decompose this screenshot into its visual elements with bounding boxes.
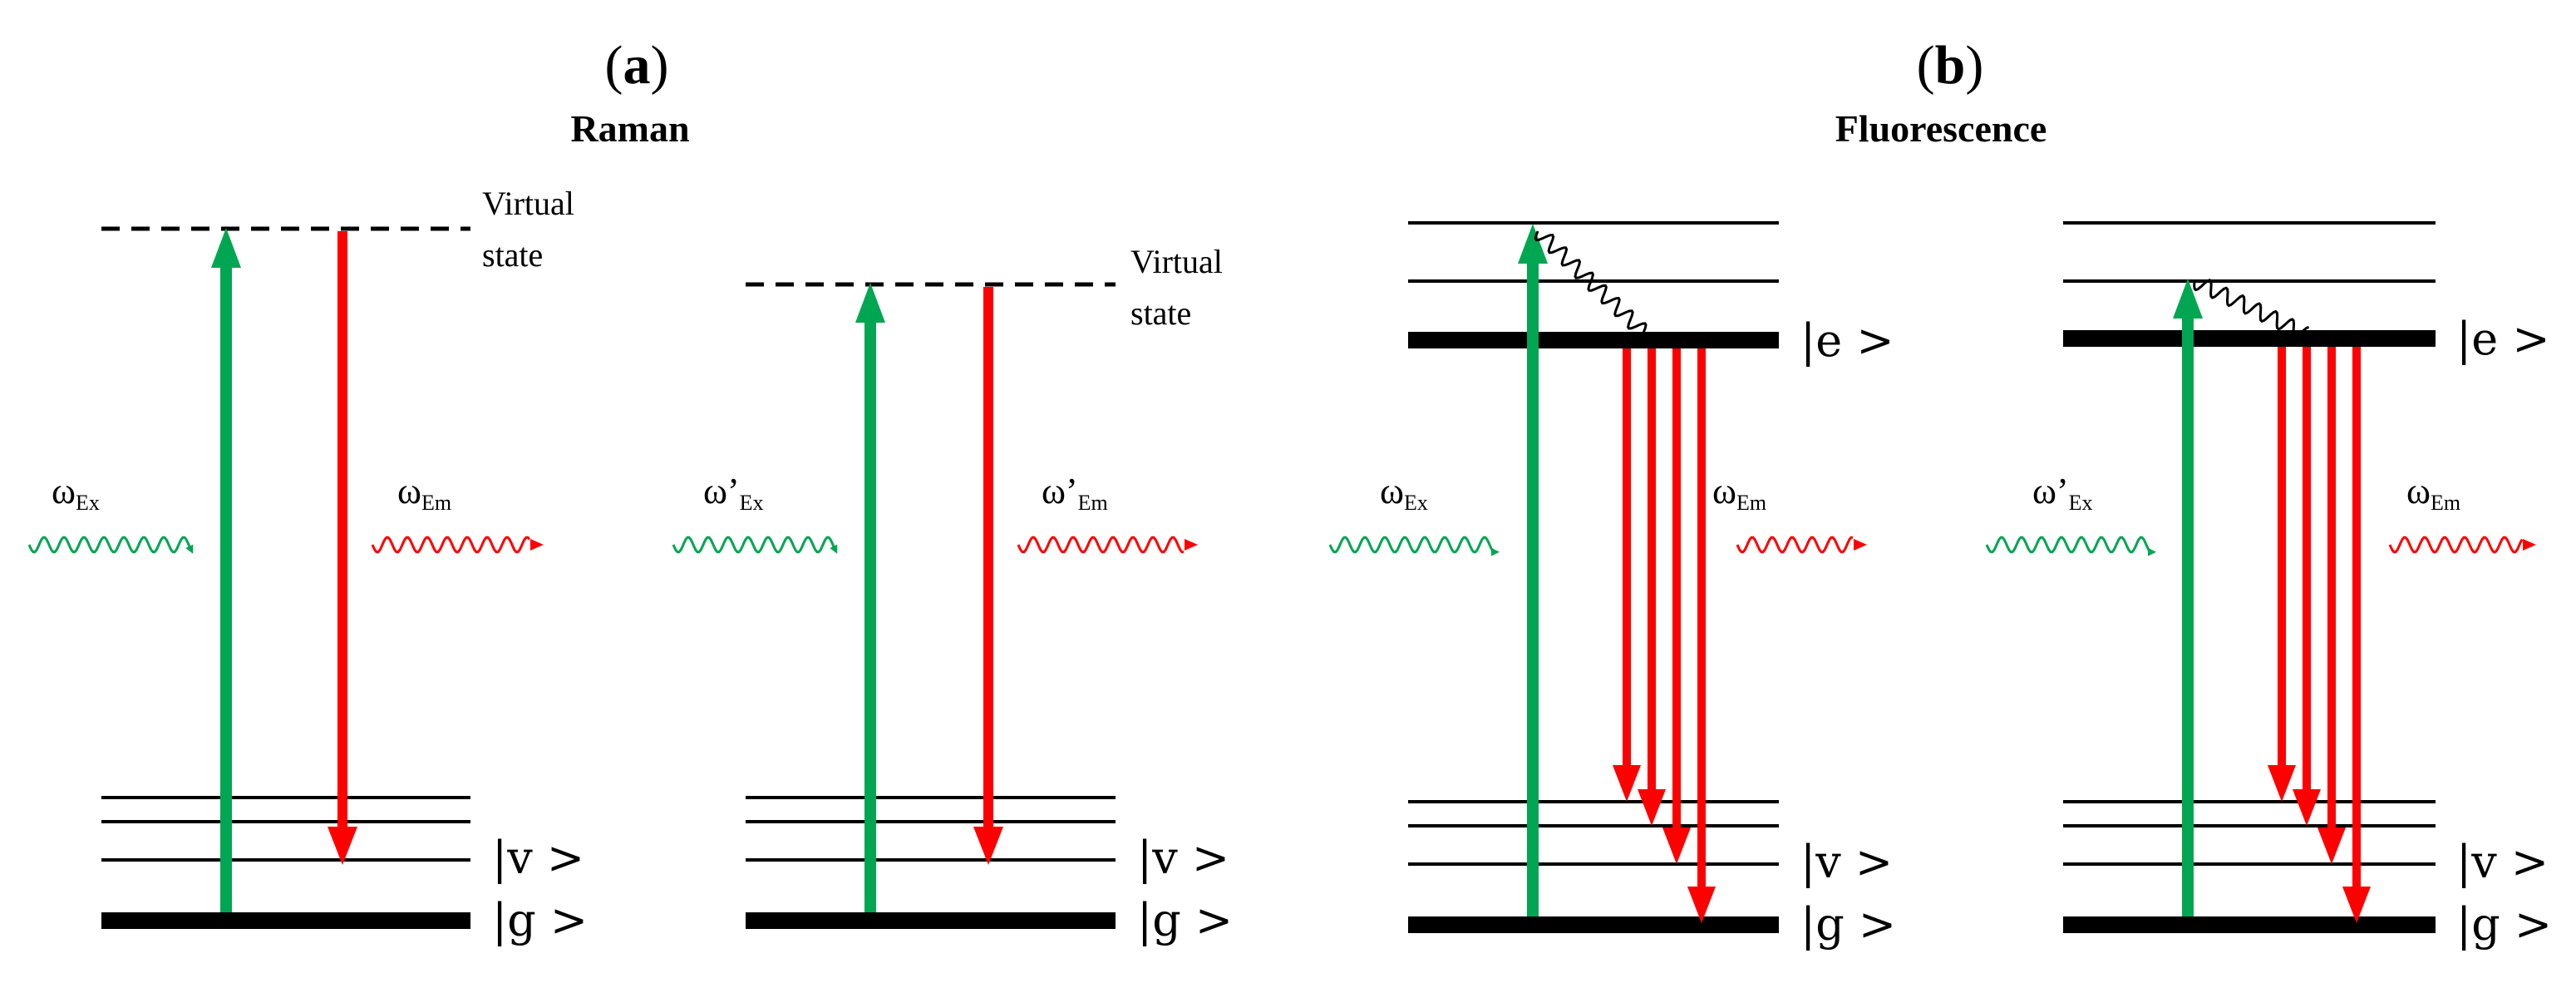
panel-b-label: (b)	[1917, 35, 1984, 96]
vibrational-state-label: |v >	[492, 832, 584, 884]
emission-arrowhead	[2317, 827, 2346, 864]
emission-arrowhead	[2342, 887, 2371, 923]
excitation-photon-label: ωEx	[1380, 471, 1428, 515]
emission-arrowhead	[2293, 789, 2321, 826]
vibrational-state-label: |v >	[1137, 832, 1229, 884]
fluorescence-diagram-1: |e > |v > |g > ωEx ωEm	[1328, 221, 1896, 951]
emission-arrowhead	[973, 827, 1003, 865]
virtual-state-label: Virtual	[482, 185, 574, 222]
emission-photon-wave	[371, 536, 531, 554]
vibrational-state-label: |v >	[1800, 836, 1893, 888]
virtual-state-label: Virtual	[1130, 243, 1223, 280]
ground-state-label: |g >	[1137, 894, 1233, 946]
panel-b: (b) Fluorescence |e > |v > |g >	[1328, 35, 2552, 951]
excitation-arrowhead	[2173, 279, 2203, 319]
vibrational-relaxation-wave	[1534, 230, 1648, 342]
excitation-arrowhead	[211, 228, 241, 268]
raman-diagram-2: Virtual state |v > |g > ω’Ex ω’Em	[672, 243, 1233, 946]
ground-state-label: |g >	[492, 894, 588, 946]
emission-photon-arrowhead	[1185, 539, 1198, 551]
panel-a-label: (a)	[605, 35, 669, 96]
excitation-arrowhead	[1518, 224, 1548, 264]
emission-photon-label: ωEm	[2406, 471, 2460, 515]
emission-arrowhead	[1613, 765, 1641, 802]
ground-state-label: |g >	[2456, 898, 2552, 951]
excitation-photon-wave	[1985, 536, 2156, 556]
panel-a: (a) Raman Virtual state |v > |g > ωEx ωE…	[27, 35, 1233, 946]
excited-state-label: |e >	[1800, 314, 1894, 367]
excitation-photon-wave	[672, 536, 838, 554]
panel-b-title: Fluorescence	[1835, 107, 2047, 150]
panel-a-title: Raman	[570, 107, 689, 150]
excitation-photon-wave	[27, 536, 194, 554]
vibrational-relaxation-wave	[2193, 279, 2310, 338]
excited-state-label: |e >	[2456, 313, 2550, 365]
emission-photon-label: ω’Em	[1042, 471, 1108, 515]
emission-arrowhead	[1687, 887, 1716, 923]
emission-photon-arrowhead	[2523, 539, 2536, 551]
emission-arrowhead	[1638, 789, 1666, 826]
ground-state-label: |g >	[1800, 898, 1896, 951]
emission-photon-wave	[2388, 536, 2524, 554]
raman-diagram-1: Virtual state |v > |g > ωEx ωEm	[27, 185, 588, 946]
emission-photon-arrowhead	[1854, 539, 1867, 551]
emission-arrowhead	[1662, 827, 1691, 864]
emission-photon-label: ωEm	[397, 471, 451, 515]
emission-photon-wave	[1736, 536, 1853, 554]
excitation-photon-label: ω’Ex	[703, 471, 764, 515]
excitation-arrowhead	[855, 283, 885, 323]
emission-photon-wave	[1017, 536, 1184, 554]
emission-photon-label: ωEm	[1712, 471, 1766, 515]
emission-photon-arrowhead	[530, 539, 544, 551]
fluorescence-diagram-2: |e > |v > |g > ω’Ex ωEm	[1985, 221, 2552, 951]
excitation-photon-label: ω’Ex	[2032, 471, 2093, 515]
emission-arrowhead	[328, 827, 357, 865]
vibrational-state-label: |v >	[2456, 836, 2549, 888]
virtual-state-label: state	[1130, 294, 1191, 332]
emission-arrowhead	[2268, 765, 2296, 802]
excitation-photon-label: ωEx	[52, 471, 100, 515]
virtual-state-label: state	[482, 236, 543, 274]
excitation-photon-wave	[1328, 536, 1500, 556]
